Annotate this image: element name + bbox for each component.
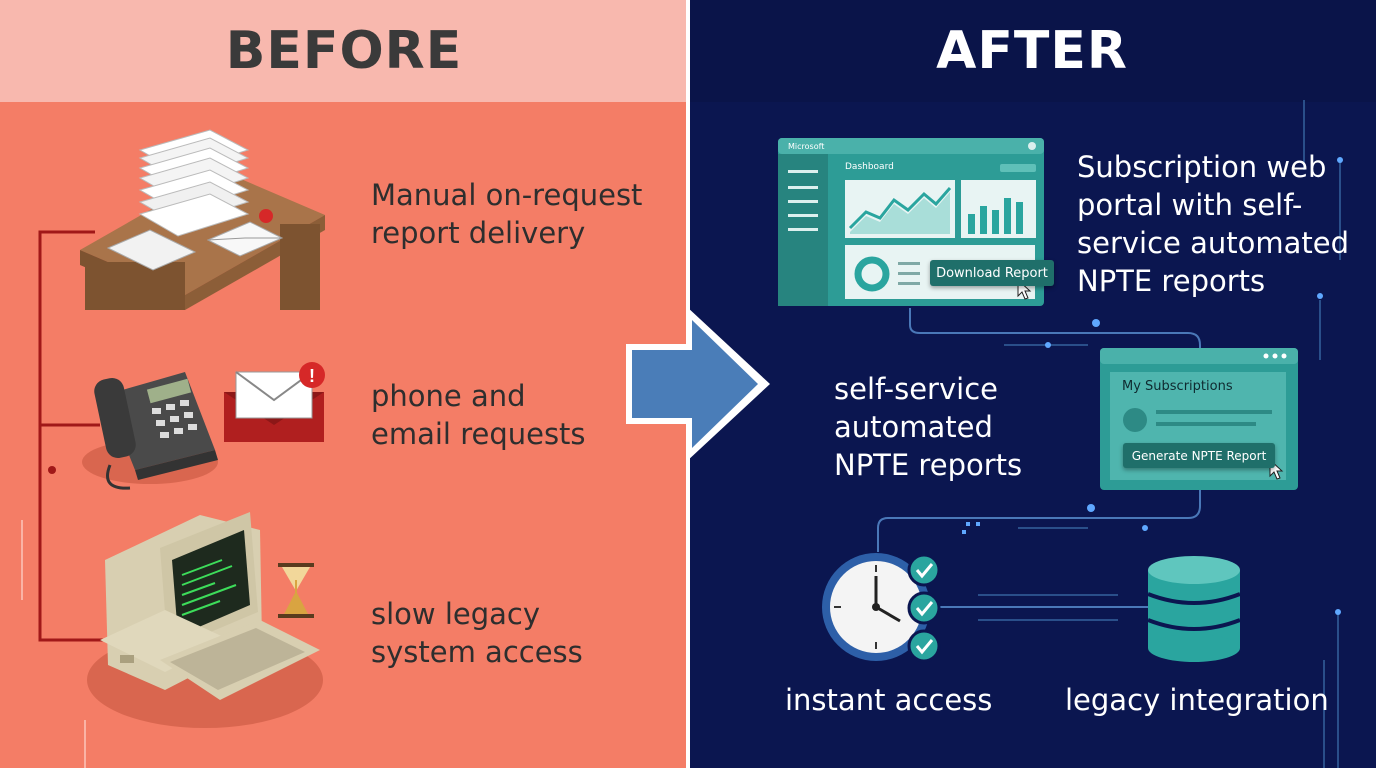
before-item-manual-delivery: Manual on-request report delivery bbox=[371, 178, 643, 250]
instant-access-label: instant access bbox=[785, 683, 993, 717]
portal-description: Subscription web portal with self- servi… bbox=[1077, 150, 1350, 298]
before-panel: BEFORE bbox=[0, 0, 688, 768]
legacy-integration-label: legacy integration bbox=[1065, 683, 1329, 717]
circuit-lines bbox=[877, 100, 1341, 768]
dashboard-title: Dashboard bbox=[845, 162, 894, 172]
self-service-description: self-service automated NPTE reports bbox=[834, 372, 1023, 482]
database-icon bbox=[1147, 556, 1241, 662]
generate-npte-report-button[interactable]: Generate NPTE Report bbox=[1123, 443, 1275, 468]
clock-icon bbox=[822, 553, 930, 661]
dashboard-brand: Microsoft bbox=[788, 142, 825, 151]
after-heading: AFTER bbox=[688, 0, 1376, 102]
checkmark-icons bbox=[907, 553, 941, 663]
before-item-legacy-access: slow legacy system access bbox=[371, 597, 583, 669]
circuit-nodes bbox=[962, 157, 1343, 615]
subscriptions-window bbox=[1100, 348, 1298, 490]
before-connector-line bbox=[21, 230, 110, 768]
subscriptions-title: My Subscriptions bbox=[1122, 379, 1233, 394]
phone-email-icon: ! bbox=[82, 362, 325, 490]
before-heading: BEFORE bbox=[0, 0, 688, 102]
after-panel: AFTER bbox=[688, 0, 1376, 768]
legacy-computer-icon bbox=[87, 512, 323, 728]
download-report-button[interactable]: Download Report bbox=[930, 260, 1054, 286]
dashboard-window bbox=[778, 138, 1044, 306]
transition-arrow-icon bbox=[626, 306, 770, 462]
paper-stack-desk-icon bbox=[80, 129, 325, 310]
before-item-phone-email: phone and email requests bbox=[371, 379, 586, 451]
svg-text:!: ! bbox=[309, 366, 315, 386]
before-illustrations: ! bbox=[21, 129, 325, 768]
